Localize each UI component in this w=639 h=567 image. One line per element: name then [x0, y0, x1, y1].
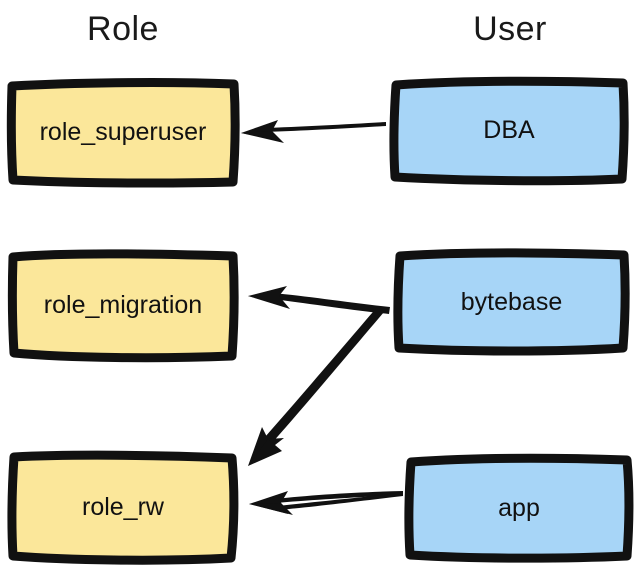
- node-role-rw[interactable]: role_rw: [7, 450, 239, 565]
- node-dba[interactable]: DBA: [389, 76, 629, 186]
- arrow-bytebase-to-role-rw: [248, 306, 384, 466]
- node-bytebase[interactable]: bytebase: [393, 248, 630, 356]
- node-app[interactable]: app: [404, 453, 634, 563]
- column-header-user: User: [473, 10, 547, 48]
- node-role-superuser[interactable]: role_superuser: [6, 78, 240, 188]
- arrow-app-to-role-rw: [249, 491, 403, 515]
- column-header-role: Role: [87, 10, 159, 48]
- arrow-bytebase-to-role-migration: [248, 286, 390, 314]
- node-role-migration[interactable]: role_migration: [7, 248, 239, 363]
- arrow-dba-to-role-superuser: [241, 120, 386, 143]
